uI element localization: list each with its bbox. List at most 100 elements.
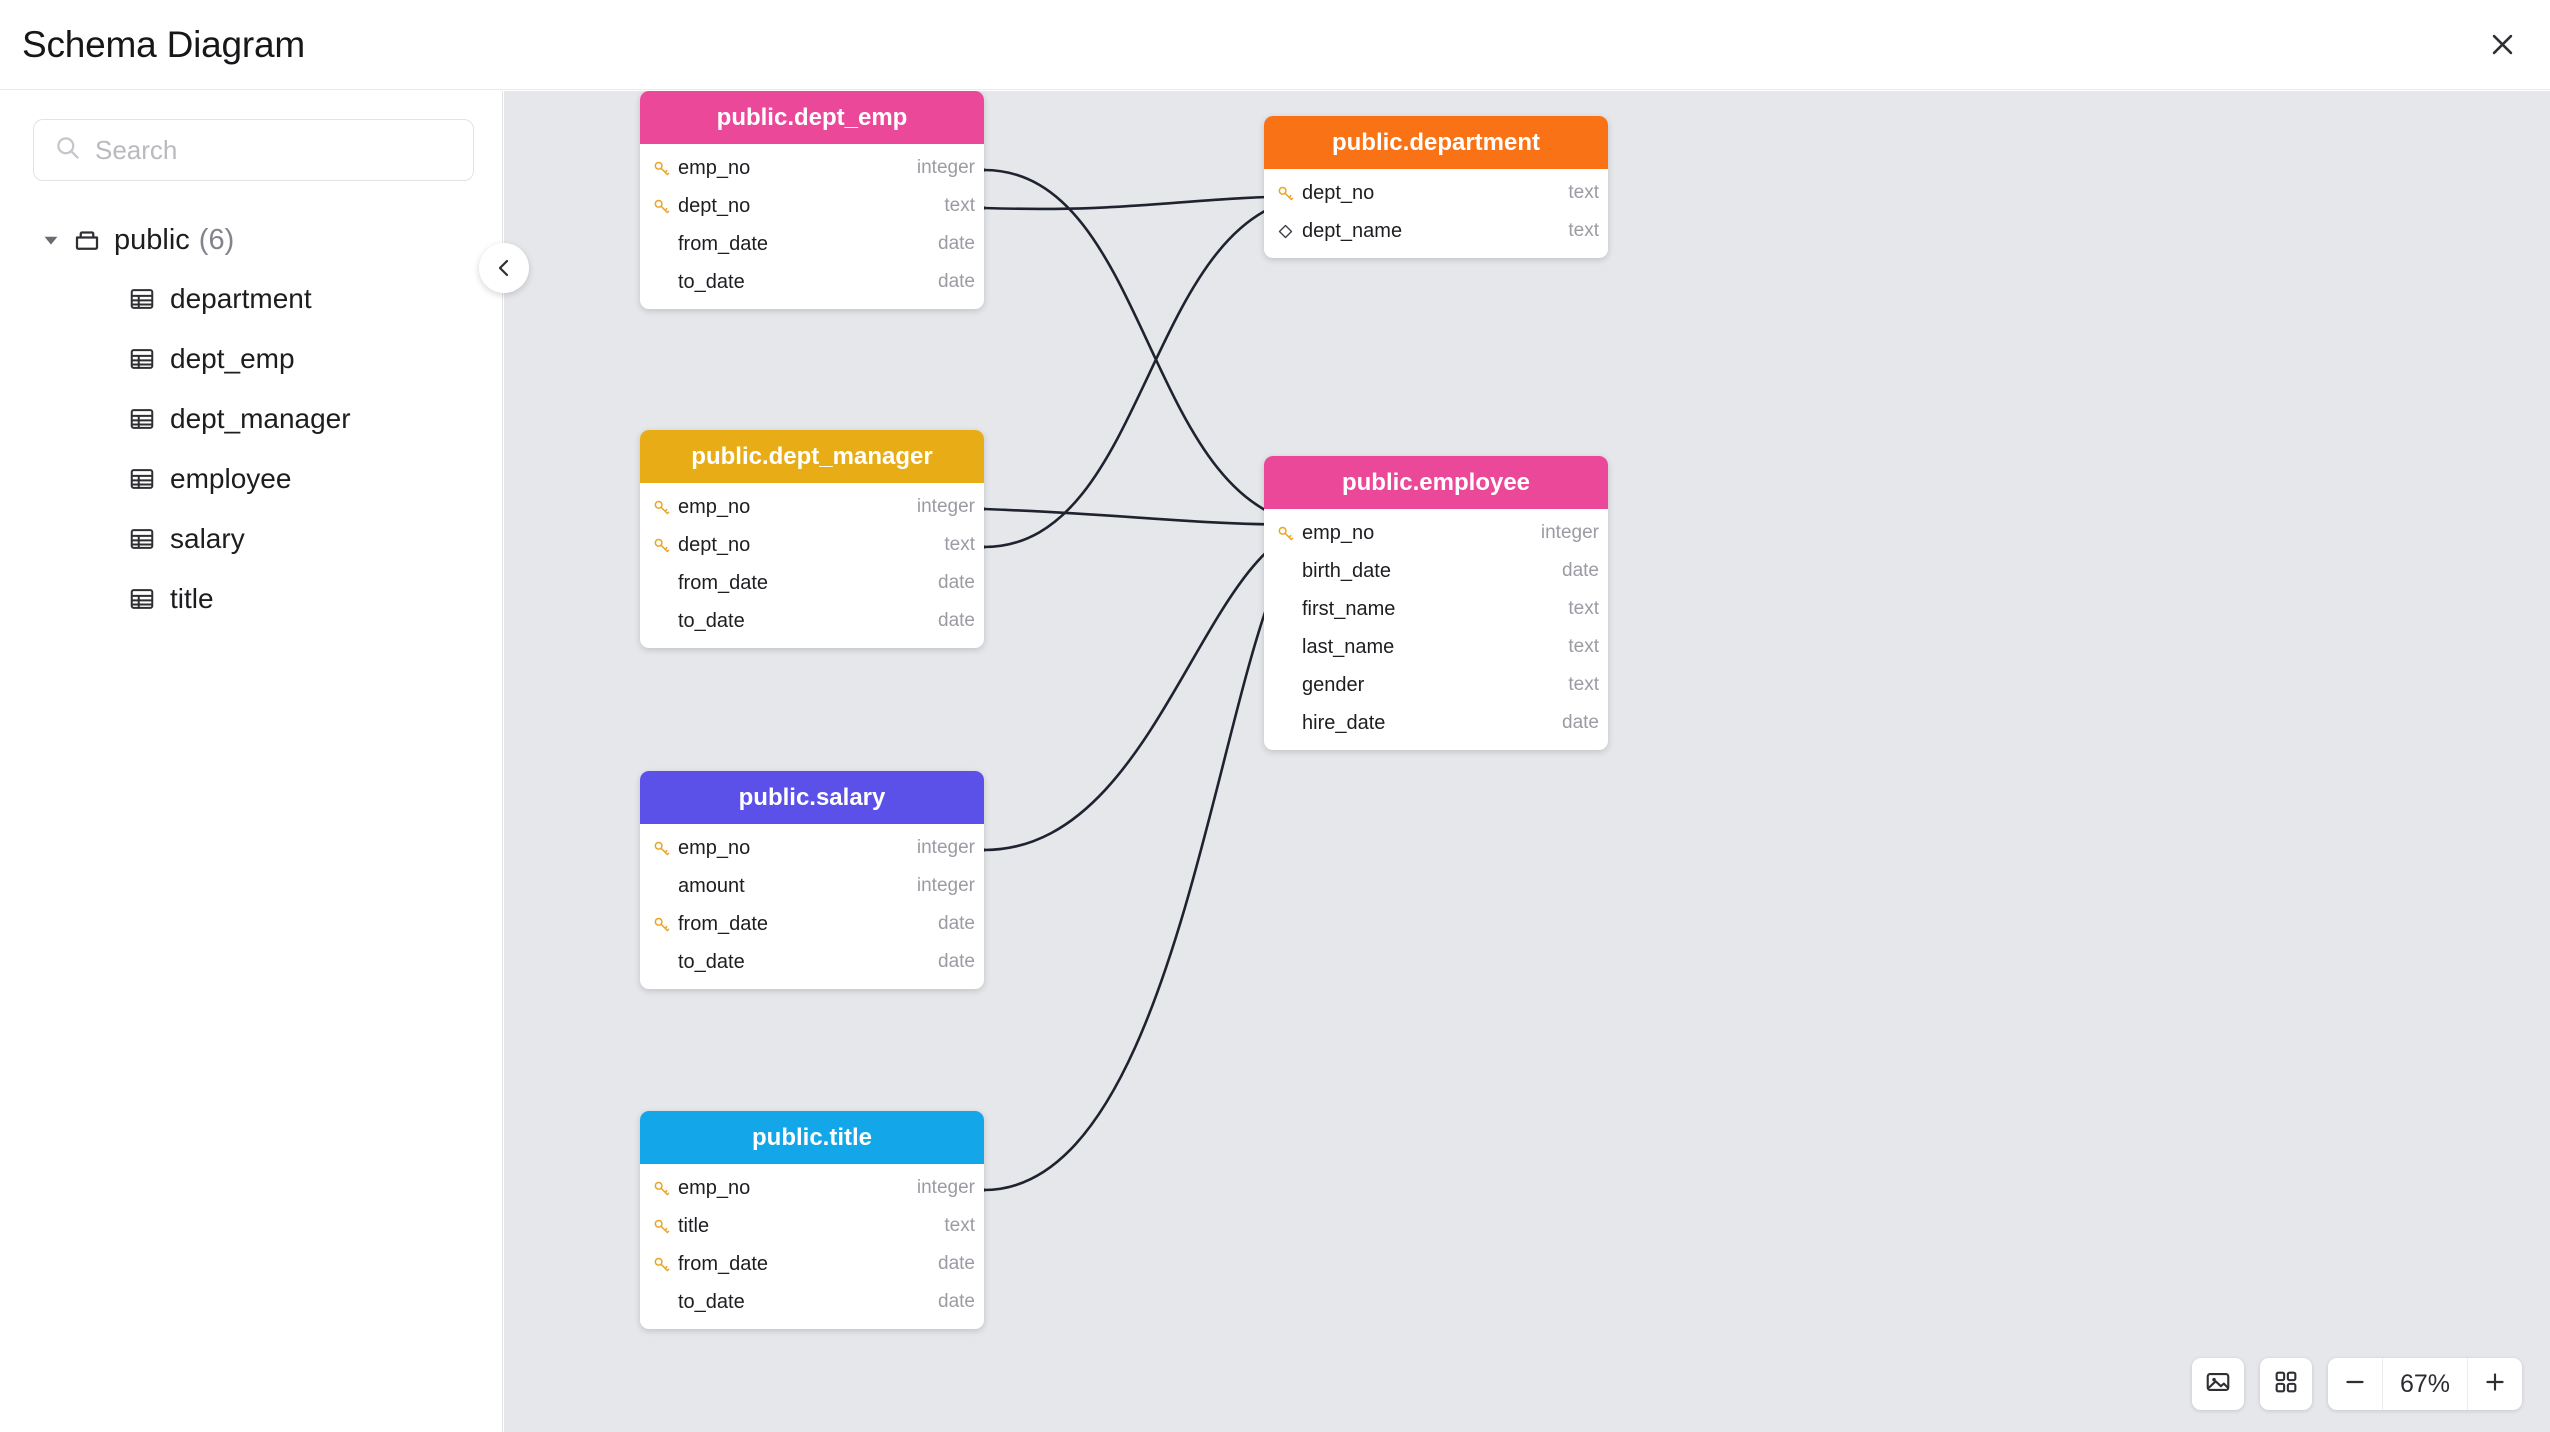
column-row[interactable]: from_date date xyxy=(640,225,984,263)
zoom-level-label[interactable]: 67% xyxy=(2382,1358,2468,1410)
table-icon xyxy=(128,585,156,613)
tree-item-department[interactable]: department xyxy=(0,269,502,329)
column-type: text xyxy=(944,1215,975,1236)
tree-item-employee[interactable]: employee xyxy=(0,449,502,509)
export-image-button[interactable] xyxy=(2192,1358,2244,1410)
column-row[interactable]: gender text xyxy=(1264,666,1608,704)
column-type: text xyxy=(1568,636,1599,657)
minus-icon xyxy=(2342,1369,2368,1400)
column-row[interactable]: to_date date xyxy=(640,943,984,981)
key-icon xyxy=(650,159,672,178)
table-node-header[interactable]: public.department xyxy=(1264,116,1608,169)
column-type: text xyxy=(1568,182,1599,203)
column-type: date xyxy=(938,233,975,254)
column-name: last_name xyxy=(1302,635,1395,658)
zoom-in-button[interactable] xyxy=(2468,1358,2522,1410)
table-node-title: public.title xyxy=(752,1123,872,1151)
tree-item-dept_emp[interactable]: dept_emp xyxy=(0,329,502,389)
column-type: date xyxy=(938,951,975,972)
table-node-header[interactable]: public.title xyxy=(640,1111,984,1164)
table-node-title: public.department xyxy=(1331,128,1541,156)
page-title: Schema Diagram xyxy=(22,23,306,65)
column-name: from_date xyxy=(678,912,769,935)
image-icon xyxy=(2204,1368,2232,1401)
table-node-header[interactable]: public.salary xyxy=(640,771,984,824)
column-name: dept_no xyxy=(678,533,751,556)
close-icon[interactable] xyxy=(2476,19,2528,71)
schema-label: public xyxy=(114,223,190,256)
tree-item-title[interactable]: title xyxy=(0,569,502,629)
column-type: text xyxy=(944,195,975,216)
column-name: hire_date xyxy=(1302,711,1386,734)
column-name: emp_no xyxy=(678,156,751,179)
schema-icon xyxy=(72,225,102,255)
column-name: birth_date xyxy=(1302,559,1391,582)
key-icon xyxy=(650,1255,672,1274)
table-node-header[interactable]: public.dept_emp xyxy=(640,91,984,144)
tree-item-salary[interactable]: salary xyxy=(0,509,502,569)
column-type: date xyxy=(938,572,975,593)
grid-icon xyxy=(2272,1368,2300,1401)
table-node-header[interactable]: public.dept_manager xyxy=(640,430,984,483)
caret-down-icon[interactable] xyxy=(40,229,62,251)
column-row[interactable]: emp_no integer xyxy=(640,488,984,526)
column-name: to_date xyxy=(678,270,745,293)
plus-icon xyxy=(2482,1369,2508,1400)
diamond-icon xyxy=(1274,222,1296,241)
column-name: emp_no xyxy=(678,495,751,518)
column-type: integer xyxy=(916,837,975,858)
search-box[interactable] xyxy=(33,119,474,181)
table-icon xyxy=(128,465,156,493)
column-name: from_date xyxy=(678,232,769,255)
table-icon xyxy=(128,285,156,313)
sidebar-collapse-button[interactable] xyxy=(479,243,529,293)
tree-item-label: dept_manager xyxy=(170,403,351,434)
column-type: integer xyxy=(916,496,975,517)
tree-item-dept_manager[interactable]: dept_manager xyxy=(0,389,502,449)
column-type: date xyxy=(938,610,975,631)
column-row[interactable]: amount integer xyxy=(640,867,984,905)
column-name: gender xyxy=(1302,673,1365,696)
column-name: to_date xyxy=(678,950,745,973)
layout-grid-button[interactable] xyxy=(2260,1358,2312,1410)
column-type: integer xyxy=(916,875,975,896)
tree-schema-public[interactable]: public (6) xyxy=(0,211,502,269)
table-node-header[interactable]: public.employee xyxy=(1264,456,1608,509)
key-icon xyxy=(650,915,672,934)
tree-item-label: employee xyxy=(170,463,292,494)
zoom-out-button[interactable] xyxy=(2328,1358,2382,1410)
column-name: amount xyxy=(678,874,745,897)
column-row[interactable]: last_name text xyxy=(1264,628,1608,666)
column-name: first_name xyxy=(1302,597,1396,620)
column-type: text xyxy=(1568,674,1599,695)
search-input[interactable] xyxy=(95,134,453,166)
